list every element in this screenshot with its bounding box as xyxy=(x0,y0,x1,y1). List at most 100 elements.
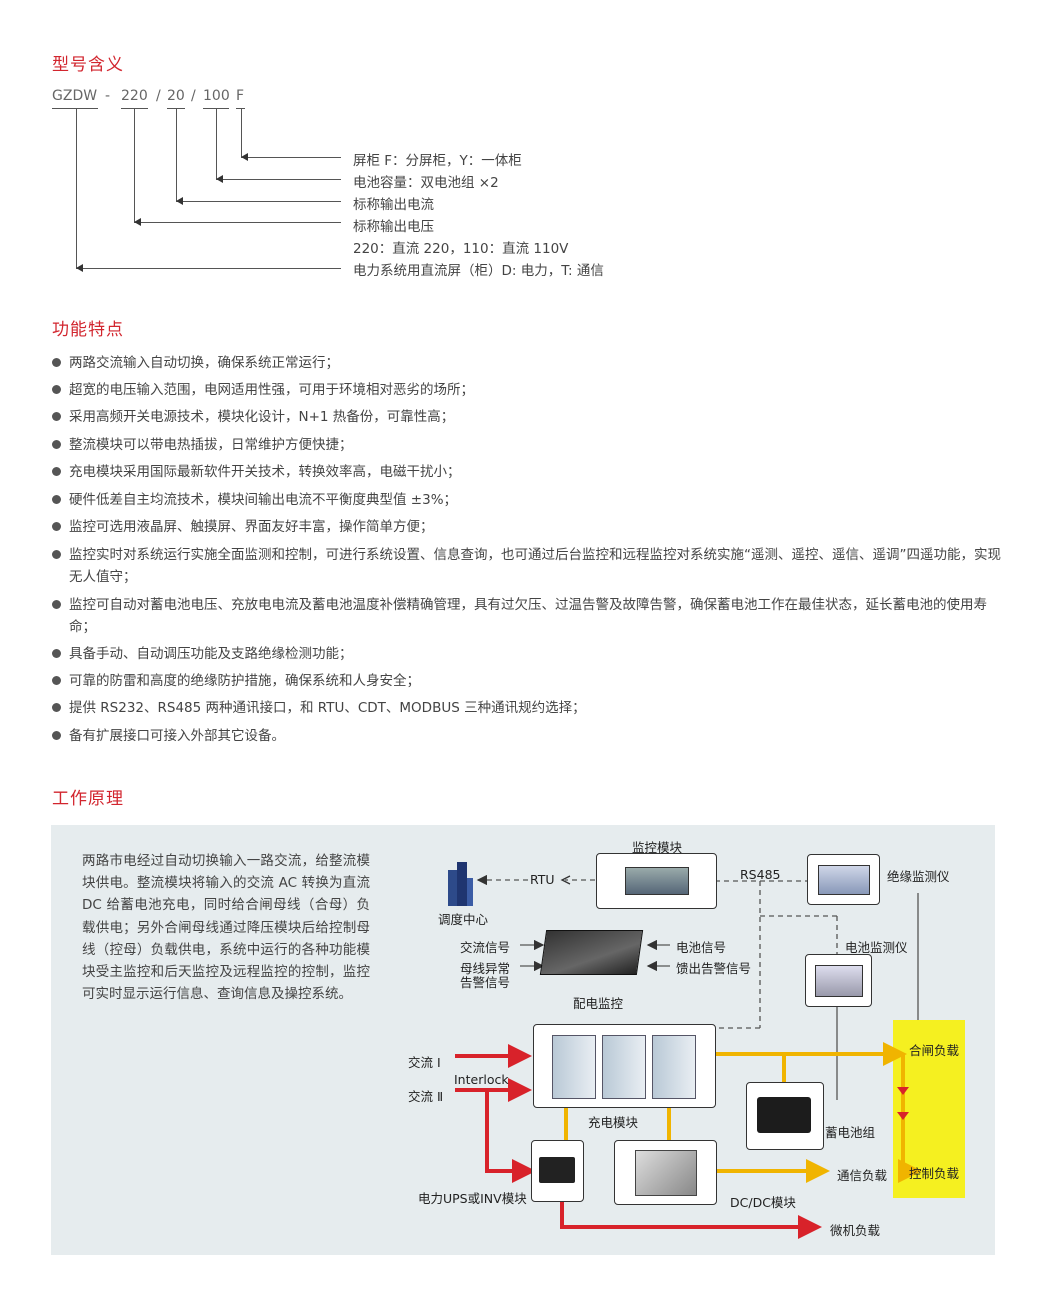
principle-section-title: 工作原理 xyxy=(52,789,124,809)
bullet-icon xyxy=(52,467,61,476)
charge-module-box xyxy=(533,1024,716,1108)
battery-group-box xyxy=(746,1082,824,1150)
label-battery-monitor: 电池监测仪 xyxy=(845,940,908,955)
tree-line xyxy=(76,268,341,269)
principle-description: 两路市电经过自动切换输入一路交流，给整流模块供电。整流模块将输入的交流 AC 转… xyxy=(82,853,370,1003)
arrow-down-icon xyxy=(897,1112,909,1120)
monitor-module-box xyxy=(596,853,717,909)
label-interlock: Interlock xyxy=(454,1072,509,1087)
feature-item: 监控可选用液晶屏、触摸屏、界面友好丰富，操作简单方便； xyxy=(52,516,1002,538)
rectifier-icon xyxy=(602,1035,646,1099)
feature-item: 充电模块采用国际最新软件开关技术，转换效率高，电磁干扰小； xyxy=(52,461,1002,483)
bullet-icon xyxy=(52,703,61,712)
model-desc-current: 标称输出电流 xyxy=(353,197,434,213)
label-control-load: 控制负载 xyxy=(909,1166,960,1181)
bullet-icon xyxy=(52,522,61,531)
label-dispatch-center: 调度中心 xyxy=(438,912,489,927)
tree-line xyxy=(176,108,177,201)
arrow-left-icon xyxy=(76,264,83,272)
arrow-left-icon xyxy=(241,153,248,161)
bullet-icon xyxy=(52,358,61,367)
code-separator: / xyxy=(191,88,196,104)
insulation-monitor-box xyxy=(807,854,880,905)
model-desc-series: 电力系统用直流屏（柜）D: 电力，T: 通信 xyxy=(353,263,604,279)
label-ac-signal: 交流信号 xyxy=(460,940,511,955)
feature-item: 硬件低差自主均流技术，模块间输出电流不平衡度典型值 ±3%； xyxy=(52,489,1002,511)
label-battery-signal: 电池信号 xyxy=(676,940,727,955)
micro-load-line xyxy=(560,1200,822,1239)
monitor-device-icon xyxy=(625,867,689,895)
feature-item: 监控实时对系统运行实施全面监测和控制，可进行系统设置、信息查询，也可通过后台监控… xyxy=(52,544,1002,588)
dcdc-module-box xyxy=(614,1140,717,1205)
tree-line xyxy=(241,108,242,157)
label-feeder-alarm: 馈出告警信号 xyxy=(676,961,752,976)
bullet-icon xyxy=(52,649,61,658)
battery-icon xyxy=(757,1097,811,1133)
rectifier-icon xyxy=(652,1035,696,1099)
feature-item: 整流模块可以带电热插拔，日常维护方便快捷； xyxy=(52,434,1002,456)
features-section-title: 功能特点 xyxy=(52,320,124,340)
label-close-load: 合闸负载 xyxy=(909,1043,960,1058)
label-alarm-signal: 告警信号 xyxy=(460,975,511,990)
arrow-left-icon xyxy=(216,175,223,183)
label-ups: 电力UPS或INV模块 xyxy=(418,1191,527,1206)
label-insulation-monitor: 绝缘监测仪 xyxy=(887,869,950,884)
bullet-icon xyxy=(52,676,61,685)
bullet-icon xyxy=(52,412,61,421)
code-underline xyxy=(236,108,245,109)
feature-item: 可靠的防雷和高度的绝缘防护措施，确保系统和人身安全； xyxy=(52,670,1002,692)
bullet-icon xyxy=(52,385,61,394)
label-micro-load: 微机负载 xyxy=(830,1223,881,1238)
dcdc-device-icon xyxy=(635,1150,697,1196)
ups-device-icon xyxy=(539,1157,575,1183)
bullet-icon xyxy=(52,600,61,609)
feature-item: 提供 RS232、RS485 两种通讯接口，和 RTU、CDT、MODBUS 三… xyxy=(52,697,1002,719)
ups-box xyxy=(531,1140,584,1202)
code-part-series: GZDW xyxy=(52,88,98,104)
label-comm-load: 通信负载 xyxy=(837,1168,888,1183)
arrow-left-icon xyxy=(560,875,571,885)
model-desc-capacity: 电池容量：双电池组 ×2 xyxy=(353,175,499,191)
feature-item: 备有扩展接口可接入外部其它设备。 xyxy=(52,725,1002,747)
rectifier-icon xyxy=(552,1035,596,1099)
code-underline xyxy=(52,108,98,109)
bullet-icon xyxy=(52,550,61,559)
insulation-device-icon xyxy=(818,865,870,895)
label-rtu: RTU xyxy=(530,872,555,887)
code-part-current: 20 xyxy=(167,88,185,104)
feature-item: 具备手动、自动调压功能及支路绝缘检测功能； xyxy=(52,643,1002,665)
tree-line xyxy=(216,108,217,179)
tree-line xyxy=(176,201,341,202)
label-rs485: RS485 xyxy=(740,867,781,882)
tree-line xyxy=(76,108,77,268)
code-part-capacity: 100 xyxy=(203,88,230,104)
arrow-down-icon xyxy=(897,1087,909,1095)
feature-item: 两路交流输入自动切换，确保系统正常运行； xyxy=(52,352,1002,374)
tree-line xyxy=(134,108,135,222)
model-desc-voltage-values: 220：直流 220，110：直流 110V xyxy=(353,241,569,257)
label-dcdc: DC/DC模块 xyxy=(730,1195,796,1210)
code-part-voltage: 220 xyxy=(121,88,148,104)
battery-monitor-device-icon xyxy=(815,965,863,997)
code-separator: / xyxy=(156,88,161,104)
code-part-cabinet: F xyxy=(236,88,245,104)
bullet-icon xyxy=(52,440,61,449)
dispatch-center-icon xyxy=(444,860,474,906)
tree-line xyxy=(241,157,341,158)
arrow-left-icon xyxy=(176,197,183,205)
model-section-title: 型号含义 xyxy=(52,55,124,75)
feature-item: 超宽的电压输入范围，电网适用性强，可用于环境相对恶劣的场所； xyxy=(52,379,1002,401)
bullet-icon xyxy=(52,731,61,740)
tree-line xyxy=(134,222,341,223)
arrow-left-icon xyxy=(134,218,141,226)
label-ac-2: 交流 Ⅱ xyxy=(408,1089,444,1104)
label-charge-module: 充电模块 xyxy=(588,1115,639,1130)
feature-item: 监控可自动对蓄电池电压、充放电电流及蓄电池温度补偿精确管理，具有过欠压、过温告警… xyxy=(52,594,1002,638)
label-battery-group: 蓄电池组 xyxy=(825,1125,876,1140)
label-monitor-module: 监控模块 xyxy=(632,840,683,855)
label-power-monitor: 配电监控 xyxy=(573,996,624,1011)
model-desc-voltage: 标称输出电压 xyxy=(353,219,434,235)
label-ac-1: 交流 Ⅰ xyxy=(408,1055,441,1070)
feature-item: 采用高频开关电源技术，模块化设计，N+1 热备份，可靠性高； xyxy=(52,406,1002,428)
